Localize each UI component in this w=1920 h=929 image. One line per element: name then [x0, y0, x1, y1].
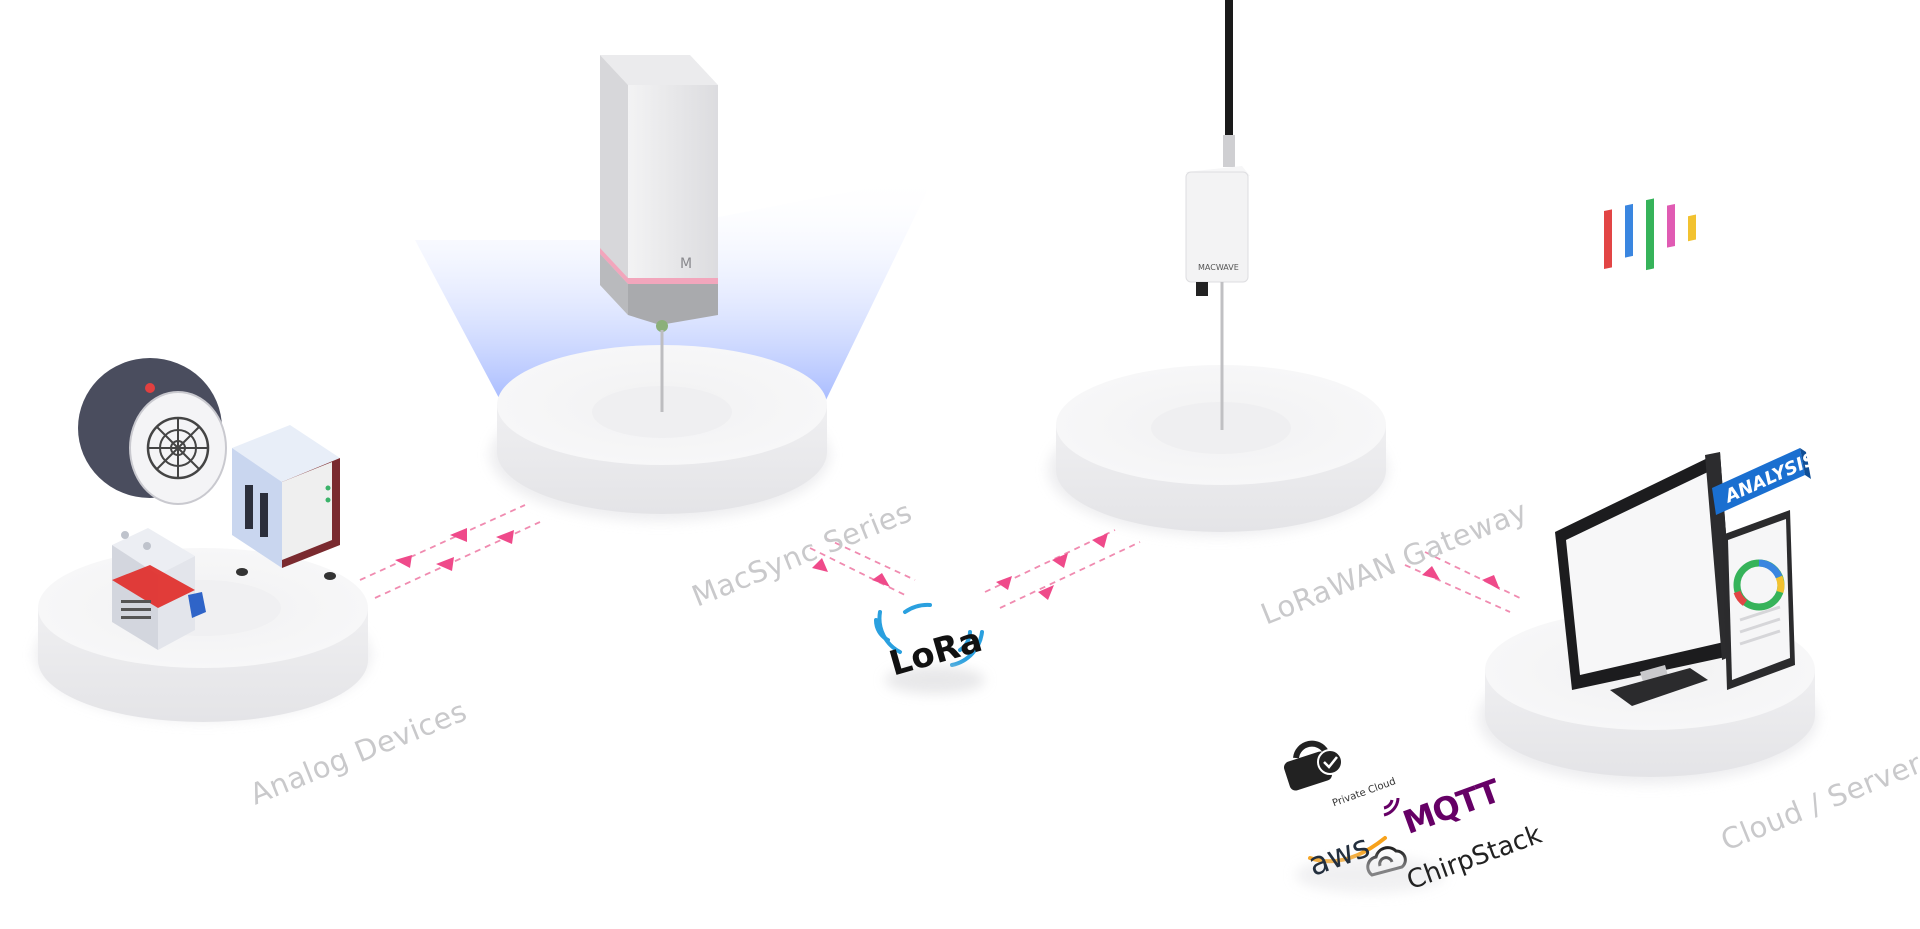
- lora-shadow: [885, 666, 985, 694]
- mobile-phone-icon: [1722, 510, 1795, 690]
- pedestal-macsync: [490, 345, 830, 521]
- gateway-brand-label: MACWAVE: [1198, 263, 1239, 272]
- lorawan-gateway-device: MACWAVE: [1185, 0, 1250, 430]
- pedestal-analog: [35, 548, 371, 722]
- smoke-detector-icon: [78, 358, 227, 505]
- mqtt-logo: [1383, 797, 1400, 817]
- dashboard-monitor-icon: [1555, 198, 1735, 706]
- lora-wave-icon: [873, 602, 984, 667]
- analysis-badge: [1712, 448, 1811, 515]
- lock-check-icon: [1284, 740, 1343, 791]
- circuit-breaker-icon: [112, 528, 206, 650]
- logos-shadow: [1295, 857, 1445, 893]
- macsync-logo-mark: M: [680, 256, 692, 272]
- macsync-sensor-device: M: [600, 55, 718, 412]
- pedestal-gateway: [1048, 365, 1388, 536]
- meter-cabinet-icon: [232, 425, 340, 580]
- flow-arrowheads: [395, 528, 1500, 600]
